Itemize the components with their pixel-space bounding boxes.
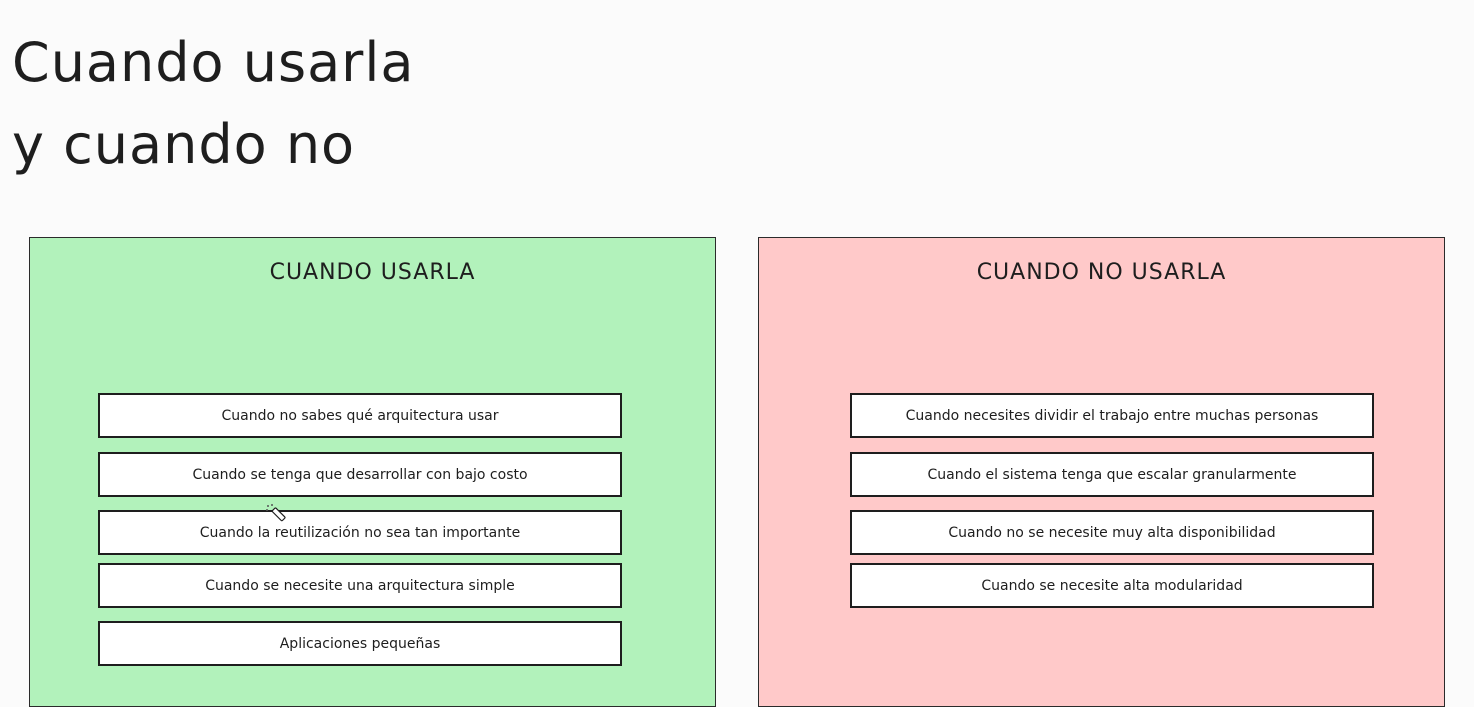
use-item[interactable]: Cuando se necesite una arquitectura simp… <box>98 563 622 608</box>
use-item[interactable]: Cuando la reutilización no sea tan impor… <box>98 510 622 555</box>
laser-pointer-icon <box>266 504 286 522</box>
page-title: Cuando usarla y cuando no <box>12 22 414 186</box>
use-panel[interactable]: CUANDO USARLA Cuando no sabes qué arquit… <box>29 237 716 707</box>
dont-use-panel-heading: CUANDO NO USARLA <box>976 260 1227 285</box>
use-item[interactable]: Aplicaciones pequeñas <box>98 621 622 666</box>
dont-use-item[interactable]: Cuando no se necesite muy alta disponibi… <box>850 510 1374 555</box>
use-panel-heading: CUANDO USARLA <box>269 260 476 285</box>
dont-use-item[interactable]: Cuando necesites dividir el trabajo entr… <box>850 393 1374 438</box>
use-item[interactable]: Cuando se tenga que desarrollar con bajo… <box>98 452 622 497</box>
title-line-1: Cuando usarla <box>12 31 415 94</box>
dont-use-item[interactable]: Cuando se necesite alta modularidad <box>850 563 1374 608</box>
dont-use-panel[interactable]: CUANDO NO USARLA Cuando necesites dividi… <box>758 237 1445 707</box>
use-item[interactable]: Cuando no sabes qué arquitectura usar <box>98 393 622 438</box>
dont-use-item[interactable]: Cuando el sistema tenga que escalar gran… <box>850 452 1374 497</box>
title-line-2: y cuando no <box>12 113 356 176</box>
